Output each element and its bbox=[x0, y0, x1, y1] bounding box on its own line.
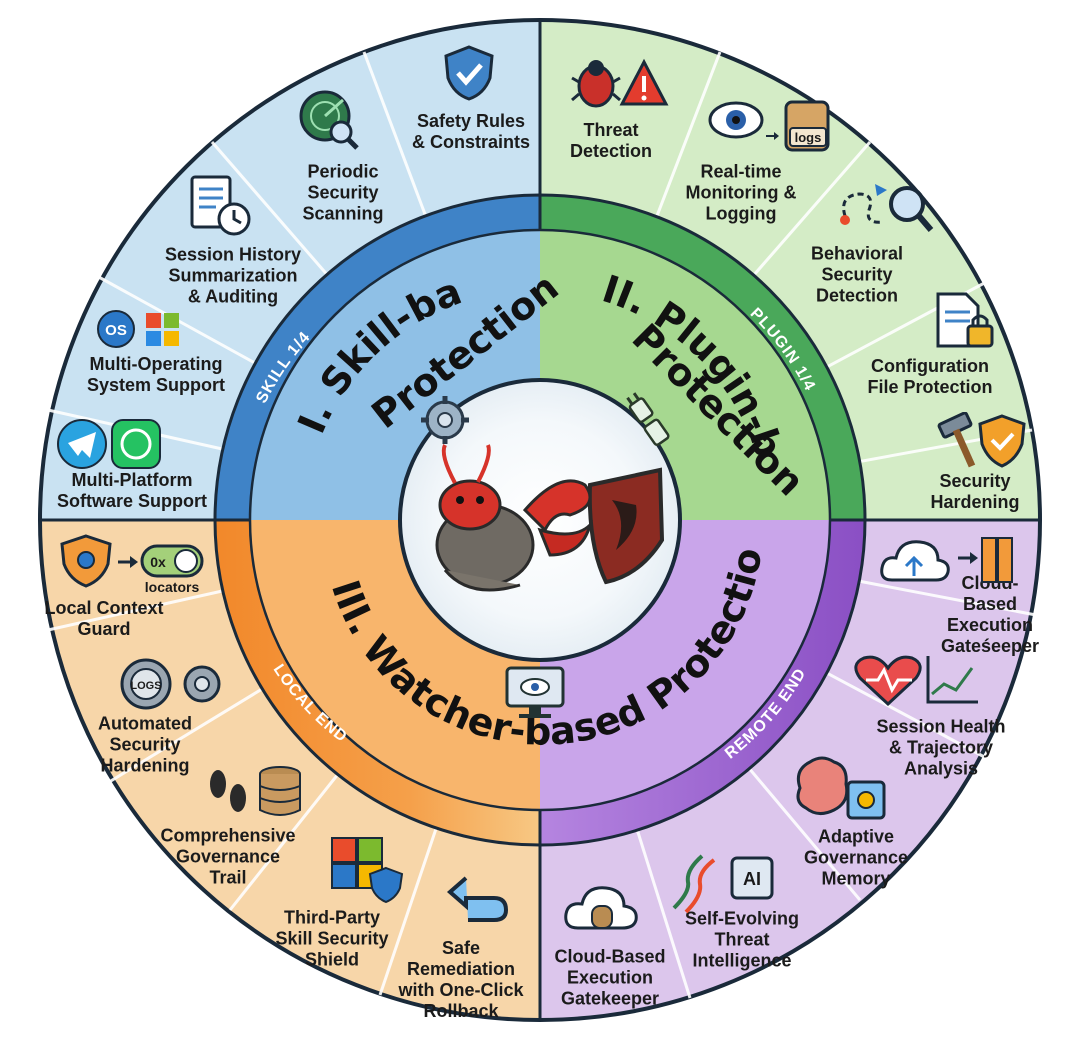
config-file-protection-label: Configuration File Protection bbox=[867, 356, 993, 397]
security-hardening-label: Security Hardening bbox=[930, 471, 1020, 512]
radar-icon bbox=[299, 90, 359, 150]
automated-hardening-label: Automated Security Hardening bbox=[98, 713, 192, 776]
threat-intelligence-label: Self-Evolving Threat Intelligence bbox=[684, 908, 800, 971]
file-lock-icon bbox=[936, 292, 994, 348]
governance-memory-label: Adaptive Governance Memory bbox=[803, 826, 909, 889]
document-clock-icon bbox=[190, 175, 251, 236]
shield-check-icon bbox=[444, 45, 494, 101]
dna-ai-icon: AI bbox=[672, 854, 774, 914]
footprints-database-icon bbox=[210, 766, 301, 816]
telegram-whatsapp-icon bbox=[57, 419, 161, 469]
locators-caption: locators bbox=[145, 579, 200, 594]
behavioral-detection-label: Behavioral Security Detection bbox=[810, 243, 904, 306]
session-health-label: Session Health & Trajectory Analysis bbox=[876, 716, 1006, 779]
skill-security-shield-label: Third-Party Skill Security Shield bbox=[275, 907, 389, 970]
multi-os-label: Multi-Operating System Support bbox=[86, 354, 226, 395]
eye-logs-icon: logs bbox=[708, 100, 830, 152]
governance-trail-label: Comprehensive Governance Trail bbox=[160, 825, 296, 888]
heart-chart-icon bbox=[854, 655, 978, 707]
ai-badge: AI bbox=[743, 869, 761, 889]
monitor-eye-icon bbox=[505, 666, 565, 718]
bug-warning-icon bbox=[571, 58, 669, 108]
os-windows-icon: OS bbox=[97, 310, 179, 348]
gears-icon: LOGS bbox=[120, 658, 221, 710]
brain-chip-icon bbox=[796, 756, 886, 820]
gear-icon bbox=[421, 396, 469, 444]
puzzle-shield-icon bbox=[331, 837, 404, 904]
realtime-monitoring-label: Real-time Monitoring & Logging bbox=[685, 161, 797, 224]
path-magnifier-icon bbox=[840, 184, 934, 232]
shield-toggle-icon: 0x locators bbox=[60, 534, 204, 594]
multi-platform-label: Multi-Platform Software Support bbox=[56, 470, 208, 511]
safe-remediation-label: Safe Remediation with One-Click Rollback bbox=[398, 938, 524, 1021]
cloud-gatekeeper-bottom-label: Cloud-Based Execution Gatekeeper bbox=[554, 946, 666, 1009]
cloud-gate-icon bbox=[880, 537, 1013, 583]
threat-detection-label: Threat Detection bbox=[569, 120, 653, 161]
periodic-scanning-label: Periodic Security Scanning bbox=[302, 161, 384, 224]
hex-badge: 0x bbox=[150, 554, 166, 570]
session-history-label: Session History Summarization & Auditing bbox=[164, 244, 302, 307]
cloud-door-icon bbox=[564, 886, 638, 930]
logs-gear-badge: LOGS bbox=[130, 680, 161, 692]
hammer-shield-icon bbox=[937, 412, 1026, 468]
plug-icon bbox=[626, 392, 670, 446]
local-context-guard-label: Local Context Guard bbox=[44, 598, 164, 639]
armored-lobster-shield-icon bbox=[435, 444, 665, 592]
undo-arrow-icon bbox=[446, 876, 509, 922]
svg-text:OS: OS bbox=[105, 322, 127, 339]
logs-badge: logs bbox=[795, 130, 822, 145]
safety-rules-label: Safety Rules & Constraints bbox=[411, 111, 531, 152]
